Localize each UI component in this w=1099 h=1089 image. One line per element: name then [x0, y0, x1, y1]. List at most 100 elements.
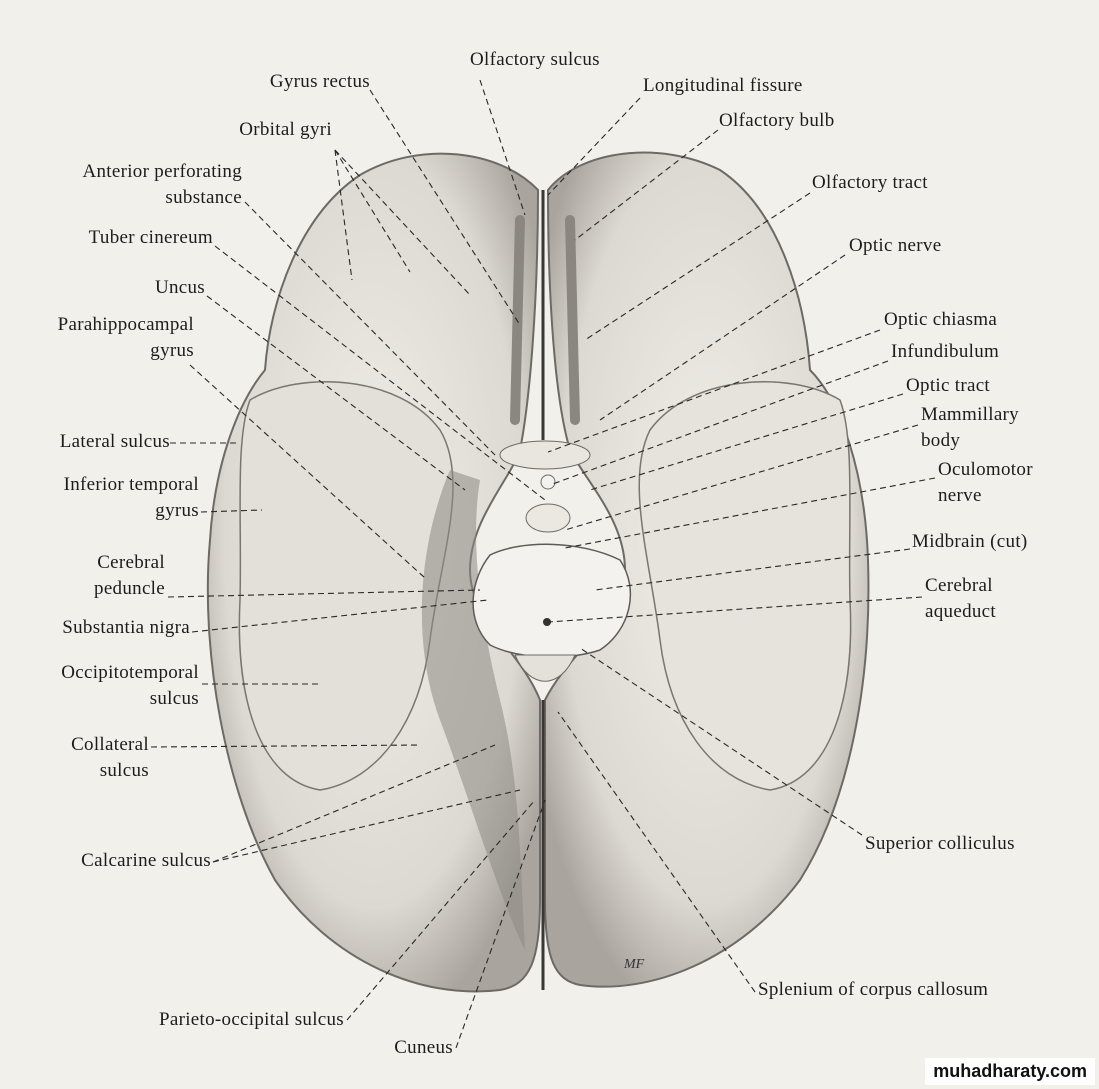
- parahippocampal-shading: [421, 470, 525, 950]
- leader-line: [574, 129, 719, 241]
- label-text: aqueduct: [925, 601, 996, 622]
- leader-line: [334, 149, 471, 296]
- leader-line: [547, 596, 923, 623]
- leader-line: [455, 799, 546, 1049]
- label-calcarine-sulcus: Calcarine sulcus: [81, 744, 521, 871]
- label-substantia-nigra: Substantia nigra: [62, 599, 489, 638]
- label-text: Superior colliculus: [865, 833, 1015, 854]
- leader-line: [206, 295, 466, 491]
- label-text: Infundibulum: [891, 341, 999, 362]
- cerebral-aqueduct: [543, 618, 551, 626]
- label-text: body: [921, 430, 960, 451]
- label-text: Gyrus rectus: [270, 71, 370, 92]
- label-text: Inferior temporal: [64, 474, 199, 495]
- leader-line: [549, 360, 889, 486]
- label-infundibulum: Infundibulum: [549, 341, 999, 486]
- leader-line: [150, 744, 421, 748]
- artist-signature: MF: [623, 957, 645, 972]
- label-text: Oculomotor: [938, 459, 1033, 480]
- label-text: Calcarine sulcus: [81, 850, 211, 871]
- label-optic-chiasma: Optic chiasma: [547, 309, 997, 453]
- label-text: Tuber cinereum: [89, 227, 213, 248]
- leader-line: [200, 509, 263, 513]
- label-olfactory-bulb: Olfactory bulb: [574, 110, 835, 241]
- label-tuber-cinereum: Tuber cinereum: [89, 227, 546, 501]
- leader-line: [579, 647, 863, 836]
- label-superior-colliculus: Superior colliculus: [579, 647, 1015, 854]
- label-text: Olfactory tract: [812, 172, 928, 193]
- leader-line: [212, 789, 521, 863]
- label-text: Orbital gyri: [239, 119, 332, 140]
- label-text: Cerebral: [925, 575, 993, 596]
- label-text: Collateral: [71, 734, 149, 755]
- label-parahippocampal: Parahippocampal gyrus: [58, 314, 426, 579]
- label-text: sulcus: [100, 760, 149, 781]
- label-text: substance: [165, 187, 242, 208]
- label-text: Occipitotemporal: [61, 662, 199, 683]
- left-temporal-lobe: [238, 381, 454, 791]
- label-oculomotor: Oculomotor nerve: [564, 459, 1033, 549]
- leader-line: [334, 149, 353, 281]
- label-text: Olfactory bulb: [719, 110, 835, 131]
- leader-line: [547, 97, 641, 196]
- leader-line: [189, 364, 426, 579]
- brain-illustration: MF: [206, 151, 870, 993]
- right-temporal-lobe: [638, 381, 852, 791]
- leader-line: [167, 589, 481, 598]
- right-olfactory-tract: [565, 215, 580, 425]
- label-parieto-occipital-sulcus: Parieto-occipital sulcus: [159, 799, 536, 1030]
- label-text: Cerebral: [97, 552, 165, 573]
- leader-line: [584, 192, 811, 341]
- label-optic-tract: Optic tract: [589, 375, 990, 491]
- label-splenium-of-corpus-callosum: Splenium of corpus callosum: [557, 711, 988, 1000]
- label-text: Mammillary: [921, 404, 1019, 425]
- label-optic-nerve: Optic nerve: [599, 235, 941, 421]
- leader-line: [589, 393, 904, 491]
- label-text: gyrus: [150, 340, 194, 361]
- label-anterior-perforating: Anterior perforating substance: [82, 161, 496, 456]
- label-text: nerve: [938, 485, 982, 506]
- label-olfactory-tract: Olfactory tract: [584, 172, 928, 341]
- label-lateral-sulcus: Lateral sulcus: [60, 431, 240, 452]
- label-occipitotemporal: Occipitotemporal sulcus: [61, 662, 318, 709]
- label-mammillary: Mammillary body: [564, 404, 1019, 531]
- label-text: Cuneus: [394, 1037, 453, 1058]
- label-text: Uncus: [155, 277, 205, 298]
- label-text: Longitudinal fissure: [643, 75, 803, 96]
- label-text: Parahippocampal: [58, 314, 194, 335]
- leader-line: [369, 89, 521, 326]
- label-cerebral: Cerebral aqueduct: [547, 575, 996, 623]
- label-orbital-gyri: Orbital gyri: [239, 119, 471, 296]
- label-gyrus-rectus: Gyrus rectus: [270, 71, 521, 326]
- label-text: Optic chiasma: [884, 309, 997, 330]
- splenium: [514, 654, 576, 682]
- label-text: Midbrain (cut): [912, 531, 1028, 552]
- label-text: Parieto-occipital sulcus: [159, 1009, 344, 1030]
- label-text: Lateral sulcus: [60, 431, 170, 452]
- label-text: Olfactory sulcus: [470, 49, 600, 70]
- label-cuneus: Cuneus: [394, 799, 546, 1058]
- leader-line: [547, 329, 881, 453]
- left-olfactory-tract: [510, 215, 525, 425]
- label-text: Splenium of corpus callosum: [758, 979, 988, 1000]
- leader-line: [564, 424, 919, 531]
- label-midbrain-cut: Midbrain (cut): [594, 531, 1028, 591]
- label-collateral: Collateral sulcus: [71, 734, 421, 781]
- label-longitudinal-fissure: Longitudinal fissure: [547, 75, 803, 196]
- label-text: sulcus: [150, 688, 199, 709]
- label-cerebral: Cerebral peduncle: [94, 552, 481, 599]
- leader-line: [557, 711, 756, 993]
- label-olfactory-sulcus: Olfactory sulcus: [470, 49, 600, 216]
- label-text: peduncle: [94, 578, 165, 599]
- leader-line: [479, 79, 526, 216]
- mammillary-bodies: [525, 503, 571, 533]
- optic-chiasma: [499, 440, 591, 470]
- infundibulum: [540, 474, 556, 490]
- label-text: Anterior perforating: [82, 161, 242, 182]
- leader-line: [334, 149, 411, 273]
- watermark: muhadharaty.com: [925, 1058, 1095, 1085]
- leader-line: [564, 477, 936, 549]
